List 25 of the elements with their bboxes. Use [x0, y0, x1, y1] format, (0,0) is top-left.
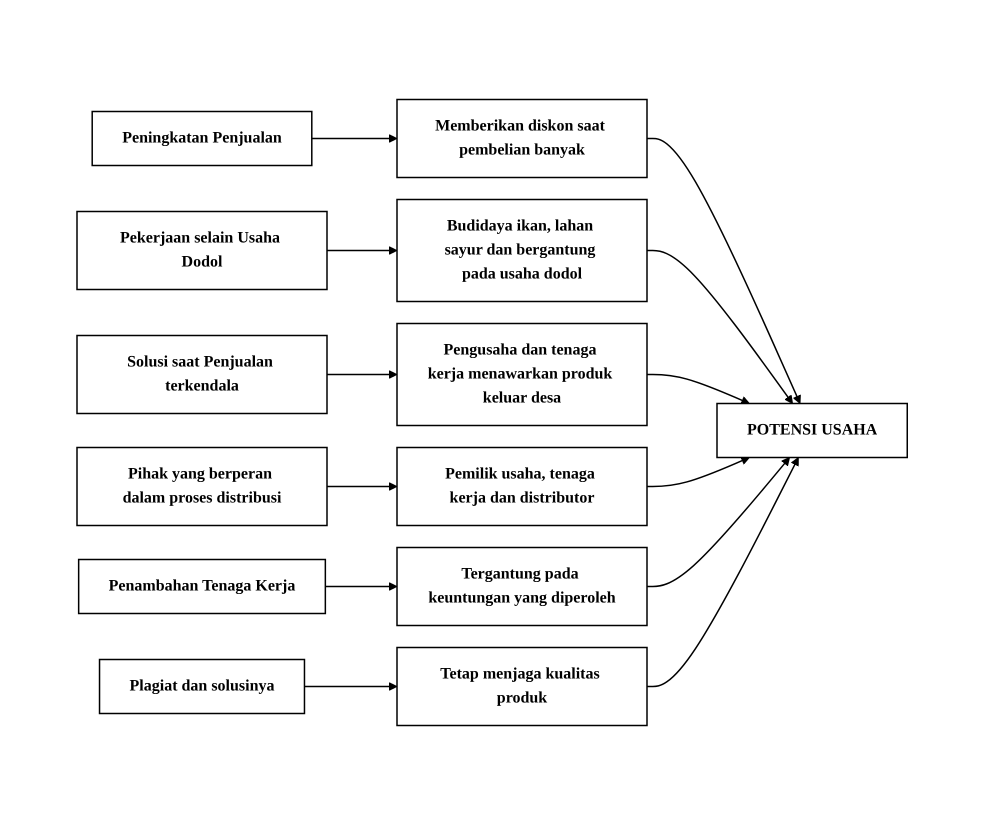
node-box: Plagiat dan solusinya [98, 658, 306, 714]
arrow [326, 246, 398, 255]
arrow [646, 250, 793, 404]
arrow [312, 134, 398, 143]
arrow [646, 457, 790, 588]
node-box: Peningkatan Penjualan [91, 110, 312, 166]
node-box: Penambahan Tenaga Kerja [78, 558, 326, 614]
node-box: Solusi saat Penjualan terkendala [76, 334, 328, 414]
node-box: Pekerjaan selain Usaha Dodol [76, 210, 328, 290]
node-box: Memberikan diskon saat pembelian banyak [396, 98, 648, 178]
node-box: Pihak yang berperan dalam proses distribusi [76, 446, 328, 526]
node-box: POTENSI USAHA [716, 402, 908, 458]
arrow [646, 138, 801, 404]
node-box: Pengusaha dan tenaga kerja menawarkan produk keluar desa [396, 322, 648, 426]
node-box: Budidaya ikan, lahan sayur dan bergantung pada usaha dodol [396, 198, 648, 302]
node-box: Tergantung pada keuntungan yang diperoleh [396, 546, 648, 626]
arrow [325, 582, 398, 591]
node-box: Tetap menjaga kualitas produk [396, 646, 648, 726]
arrow [326, 370, 398, 379]
arrow [326, 482, 398, 491]
node-box: Pemilik usaha, tenaga kerja dan distributor [396, 446, 648, 526]
arrow [646, 456, 750, 488]
arrow [646, 457, 799, 688]
arrow [304, 682, 398, 691]
arrow [646, 374, 750, 404]
